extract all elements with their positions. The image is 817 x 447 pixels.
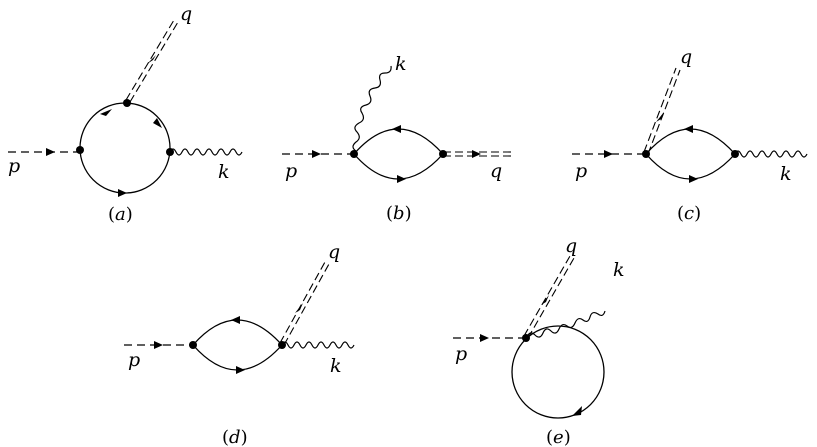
k-line: [169, 148, 243, 156]
q-line: [279, 261, 330, 346]
vertex: [522, 334, 530, 342]
label-q: q: [565, 235, 577, 257]
p-arrow: [154, 341, 163, 349]
vertex-top: [123, 99, 131, 107]
vertex-right: [731, 150, 739, 158]
label-k: k: [395, 53, 407, 75]
loop-arrow-bottom: [689, 175, 698, 183]
loop: [511, 325, 605, 419]
loop-upper: [192, 319, 283, 346]
k-line: [352, 65, 392, 152]
q-arrow: [541, 295, 549, 305]
diagram-d: p q k (d): [124, 241, 355, 447]
label-p: p: [575, 160, 587, 182]
vertex-right: [439, 150, 447, 158]
q-line: [643, 67, 681, 155]
loop-arrow-top: [684, 125, 693, 133]
loop-lower: [645, 153, 736, 180]
loop-arrow-top: [392, 125, 401, 133]
diagram-c: p q k (c): [572, 46, 808, 224]
k-line: [526, 310, 606, 338]
label-k: k: [218, 161, 230, 183]
label-k: k: [330, 355, 342, 377]
q-arrow: [295, 303, 303, 313]
loop-upper: [645, 128, 736, 155]
label-p: p: [285, 160, 297, 182]
label-p: p: [8, 155, 20, 177]
label-k: k: [780, 163, 792, 185]
k-line: [734, 150, 808, 158]
loop-lower: [192, 344, 283, 371]
caption: (a): [108, 204, 133, 225]
p-arrow: [480, 334, 489, 342]
vertex-left: [189, 341, 197, 349]
caption: (d): [222, 427, 248, 447]
vertex-right: [278, 341, 286, 349]
label-q: q: [180, 3, 192, 25]
p-arrow: [312, 150, 321, 158]
loop-arrow-bottom: [397, 175, 406, 183]
loop-lower: [353, 153, 444, 180]
vertex-right: [166, 148, 174, 156]
label-q: q: [328, 241, 340, 263]
p-arrow: [604, 150, 613, 158]
label-q: q: [680, 46, 692, 68]
label-p: p: [128, 349, 140, 371]
k-line: [281, 341, 355, 349]
q-arrow: [656, 112, 664, 122]
diagram-b: p k q (b): [282, 53, 515, 224]
loop-arrow-bottom: [236, 366, 245, 374]
diagram-e: p q k (e): [453, 235, 625, 447]
q-line: [523, 255, 575, 339]
vertex-left: [76, 146, 84, 154]
q-line: [125, 19, 179, 103]
loop-arrow-top: [100, 109, 112, 116]
q-arrow: [472, 150, 481, 158]
loop-arrow: [572, 406, 582, 416]
loop-arrow-top: [231, 316, 240, 324]
caption: (b): [386, 203, 412, 224]
caption: (e): [546, 427, 571, 447]
caption: (c): [677, 203, 701, 224]
vertex-left: [350, 150, 358, 158]
p-arrow: [46, 148, 55, 156]
loop-arrow-right: [153, 118, 162, 128]
q-line: [443, 151, 515, 157]
q-arrow: [147, 55, 156, 64]
label-k: k: [613, 259, 625, 281]
loop-upper: [353, 128, 444, 155]
label-q: q: [490, 160, 502, 182]
label-p: p: [455, 343, 467, 365]
diagram-a: p q k (a): [8, 3, 243, 225]
loop-arrow-bottom: [118, 189, 127, 197]
loop: [79, 102, 171, 194]
vertex-left: [642, 150, 650, 158]
